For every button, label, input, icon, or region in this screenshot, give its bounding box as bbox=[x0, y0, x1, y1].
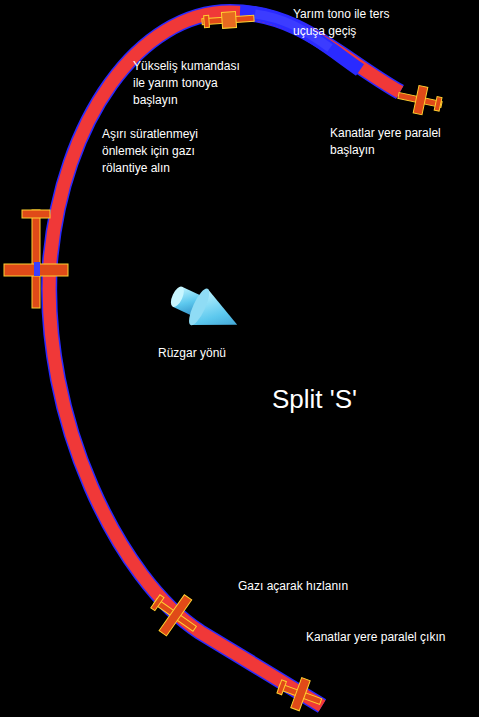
instruction-label: Yarım tono ile ters uçuşa geçiş bbox=[293, 6, 418, 40]
instruction-label: Kanatlar yere paralel başlayın bbox=[330, 125, 462, 159]
airplane bbox=[4, 210, 68, 308]
maneuver-title: Split 'S' bbox=[272, 384, 357, 414]
instruction-label: Rüzgar yönü bbox=[158, 345, 258, 362]
instruction-label: Yükseliş kumandası ile yarım tonoya başl… bbox=[133, 58, 253, 109]
instruction-label: Gazı açarak hızlanın bbox=[238, 578, 378, 595]
airplane bbox=[396, 82, 445, 119]
wind-arrow bbox=[164, 277, 245, 343]
airplane bbox=[143, 583, 208, 647]
airplane bbox=[274, 671, 326, 716]
flight-ribbon bbox=[49, 12, 400, 706]
airplane bbox=[202, 10, 255, 30]
flight-ribbon-edge bbox=[49, 12, 400, 706]
instruction-label: Aşırı süratlenmeyi önlemek için gazı röl… bbox=[102, 126, 220, 177]
instruction-label: Kanatlar yere paralel çıkın bbox=[306, 629, 446, 646]
